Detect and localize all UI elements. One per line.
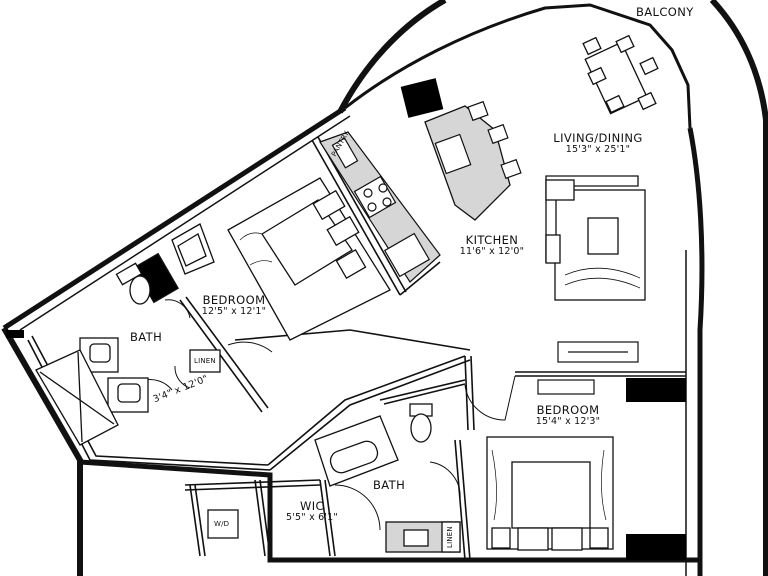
exterior-wall-west: [1, 326, 83, 576]
linen-tag-north: LINEN: [194, 357, 216, 365]
exterior-wall-south: [79, 459, 700, 563]
bath-north-label: BATH: [130, 330, 163, 344]
column-block: [626, 534, 686, 560]
bedroom-south-name: BEDROOM: [536, 403, 600, 417]
living-dining-name: LIVING/DINING: [553, 131, 643, 145]
balcony-edge: [344, 3, 692, 129]
kitchen-counter: [319, 131, 441, 283]
column-block: [400, 78, 444, 118]
living-dining-size: 15'3" x 25'1": [565, 144, 631, 156]
living-dining-label: LIVING/DINING 15'3" x 25'1": [540, 131, 656, 156]
bath-south-label: BATH: [373, 478, 406, 492]
bedroom-north-size: 12'5" x 12'1": [201, 306, 267, 318]
kitchen-size: 11'6" x 12'0": [459, 246, 525, 258]
balcony-label: BALCONY: [636, 5, 694, 19]
bedroom-south-size: 15'4" x 12'3": [535, 416, 601, 428]
linen-text-north: LINEN: [194, 357, 216, 365]
bedroom-north-name: BEDROOM: [202, 293, 266, 307]
bedroom-south-label: BEDROOM 15'4" x 12'3": [526, 403, 610, 428]
bed-north: [227, 177, 391, 341]
wic-name: WIC: [300, 499, 324, 513]
dresser: [537, 379, 595, 395]
bath-south-fixtures: [207, 403, 461, 553]
living-sofa: [545, 175, 646, 301]
kitchen-label: KITCHEN 11'6" x 12'0": [450, 233, 534, 258]
exterior-wall-north: [2, 105, 347, 331]
linen-tag-south: LINEN: [446, 526, 454, 548]
tv-console: [557, 341, 639, 363]
column-block: [626, 378, 686, 402]
exterior-wall-north-inner: [19, 115, 351, 331]
linen-text-south: LINEN: [446, 526, 454, 548]
dining-table: [582, 34, 659, 115]
wic-size: 5'5" x 6'1": [285, 512, 338, 524]
column-block: [6, 330, 24, 338]
washer-dryer-text: W/D: [214, 520, 230, 528]
washer-dryer-tag: W/D: [214, 520, 229, 528]
bath-south-name: BATH: [373, 478, 406, 492]
bath-north-name: BATH: [130, 330, 163, 344]
bath-north-fixtures: [35, 252, 221, 446]
kitchen-island: [424, 100, 522, 221]
exterior-wall-east: [687, 127, 705, 576]
balcony-name: BALCONY: [636, 5, 694, 19]
armchair: [171, 223, 215, 275]
kitchen-name: KITCHEN: [465, 233, 519, 247]
balcony-outline: [337, 0, 768, 576]
bedroom-north-label: BEDROOM 12'5" x 12'1": [192, 293, 276, 318]
wic-label: WIC 5'5" x 6'1": [280, 499, 344, 524]
bed-south: [486, 436, 614, 551]
